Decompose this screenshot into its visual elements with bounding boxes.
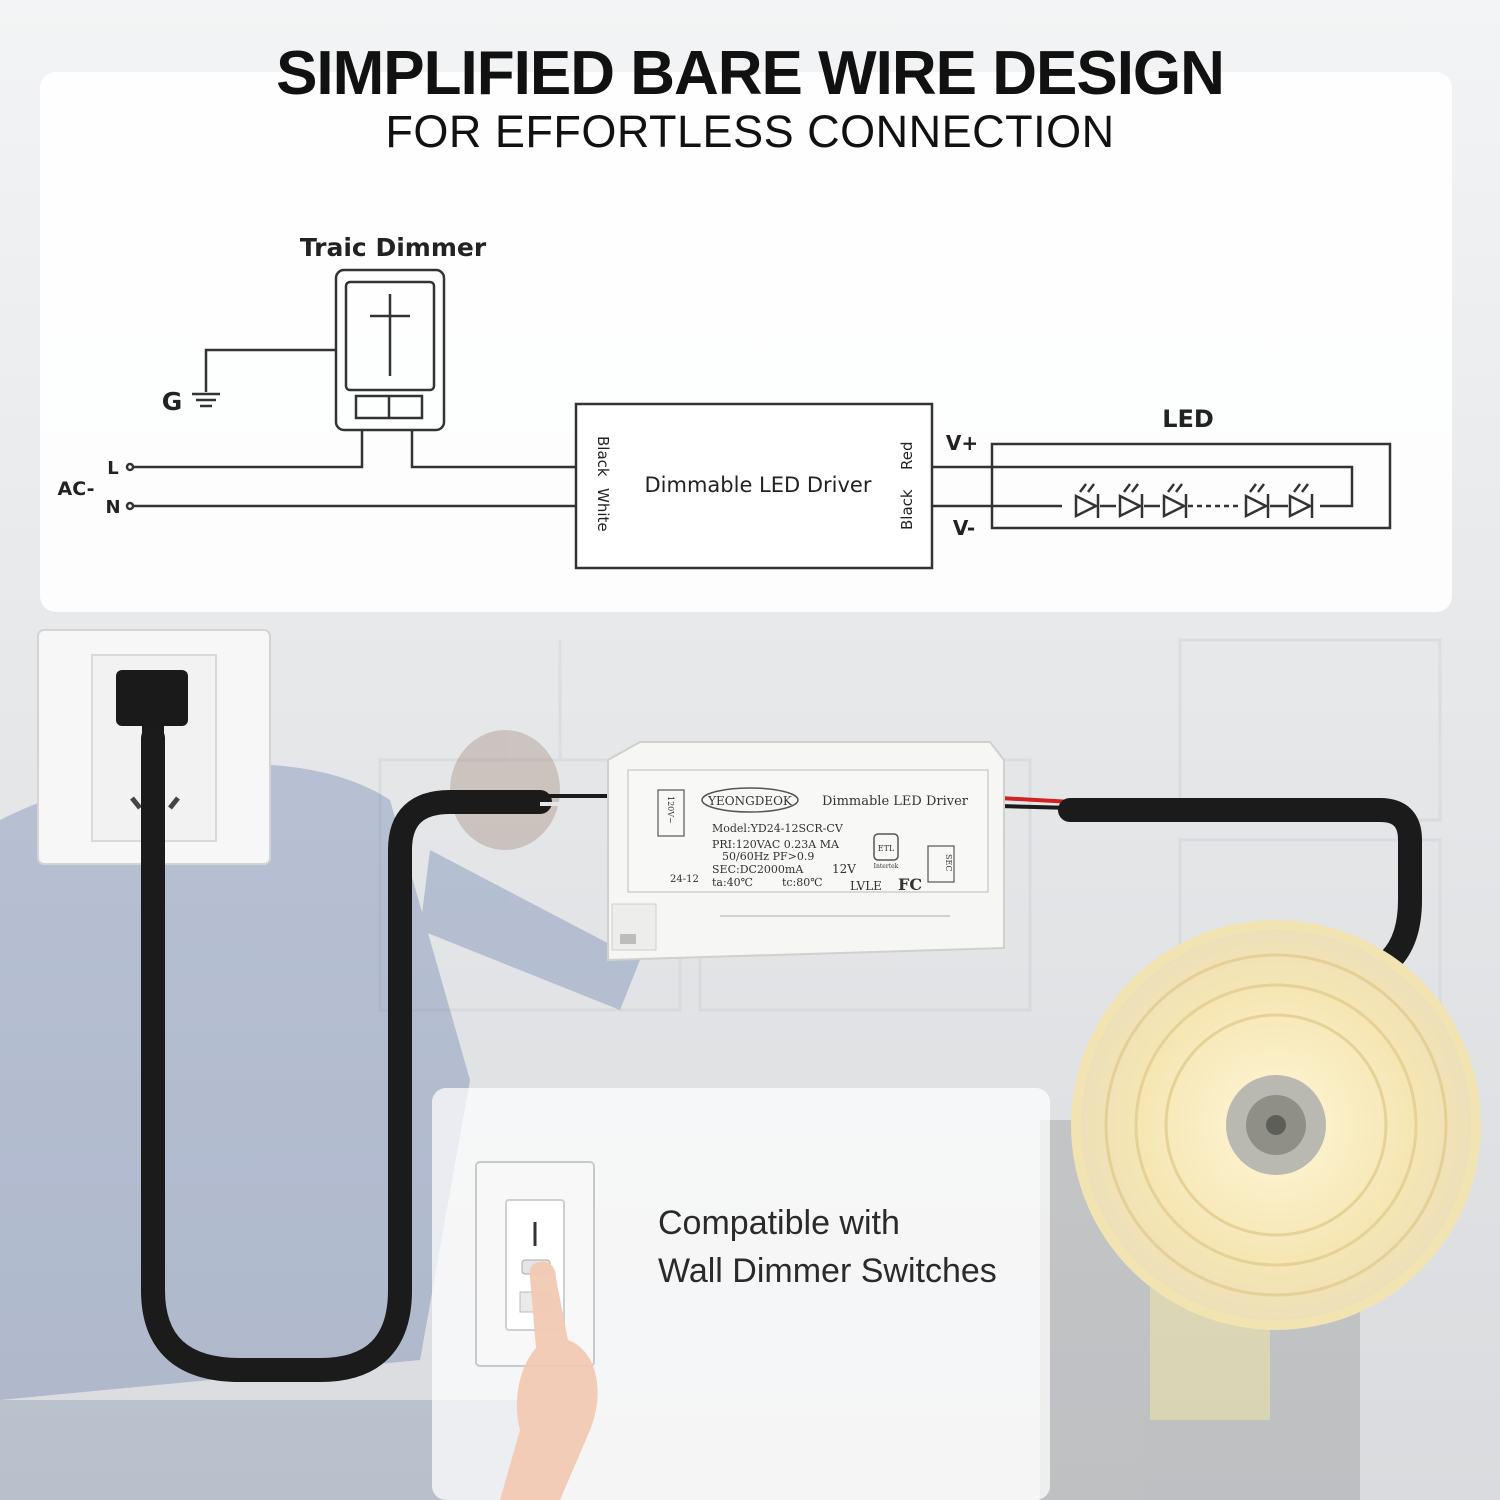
driver-out-black: Black: [898, 489, 916, 530]
ac-label: AC-: [58, 478, 95, 500]
diode-1-icon: [1074, 483, 1100, 519]
driver-lvle: LVLE: [850, 879, 882, 893]
dimmer-label: Traic Dimmer: [300, 233, 487, 262]
driver-name: Dimmable LED Driver: [822, 794, 969, 809]
headline: SIMPLIFIED BARE WIRE DESIGN: [276, 39, 1225, 108]
led-strip-reel: [1071, 920, 1481, 1330]
driver-code: 24-12: [670, 874, 699, 885]
driver-brand: YEONGDEOK: [707, 794, 793, 808]
input-cable: [141, 726, 552, 1382]
driver-freq: 50/60Hz PF>0.9: [722, 850, 814, 863]
ac-wires: [125, 430, 576, 511]
driver-in-side: 120V~: [666, 796, 675, 824]
driver-out-red: Red: [898, 442, 916, 471]
led-strip-symbol: [990, 442, 1392, 530]
l-label: L: [107, 458, 118, 479]
n-label: N: [105, 497, 120, 518]
driver-model: Model:YD24-12SCR-CV: [712, 822, 844, 835]
ground-label: G: [162, 387, 183, 416]
vplus-label: V+: [946, 431, 978, 455]
diode-4-icon: [1244, 483, 1270, 519]
caption-line-1: Compatible with: [658, 1204, 900, 1242]
driver-pri: PRI:120VAC 0.23A MA: [712, 838, 840, 851]
driver-voltage: 12V: [832, 862, 856, 876]
diagram-panel: [40, 72, 1452, 612]
diode-5-icon: [1288, 483, 1314, 519]
led-label: LED: [1162, 405, 1214, 433]
input-wire-ends: [540, 794, 612, 806]
led-driver-unit: [607, 741, 1005, 962]
diode-2-icon: [1118, 483, 1144, 519]
driver-sec: SEC:DC2000mA: [712, 863, 804, 876]
driver-tc: tc:80℃: [782, 876, 823, 889]
subheadline: FOR EFFORTLESS CONNECTION: [385, 106, 1115, 157]
driver-etl: ETL: [878, 844, 895, 853]
pointing-hand: [500, 1261, 598, 1500]
driver-ta: ta:40℃: [712, 876, 753, 889]
diode-3-icon: [1162, 483, 1188, 519]
driver-fcc: FC: [898, 875, 922, 894]
driver-out-side: SEC: [944, 854, 953, 871]
driver-in-black: Black: [594, 436, 612, 477]
driver-in-white: White: [594, 488, 612, 532]
ground-symbol: [192, 348, 336, 408]
driver-label: Dimmable LED Driver: [645, 473, 872, 497]
driver-box: [574, 402, 934, 570]
output-wires: [932, 465, 992, 508]
driver-intertek: Intertek: [874, 863, 899, 870]
vminus-label: V-: [953, 516, 975, 540]
output-cable: [1058, 798, 1422, 1002]
caption-line-2: Wall Dimmer Switches: [658, 1252, 997, 1290]
